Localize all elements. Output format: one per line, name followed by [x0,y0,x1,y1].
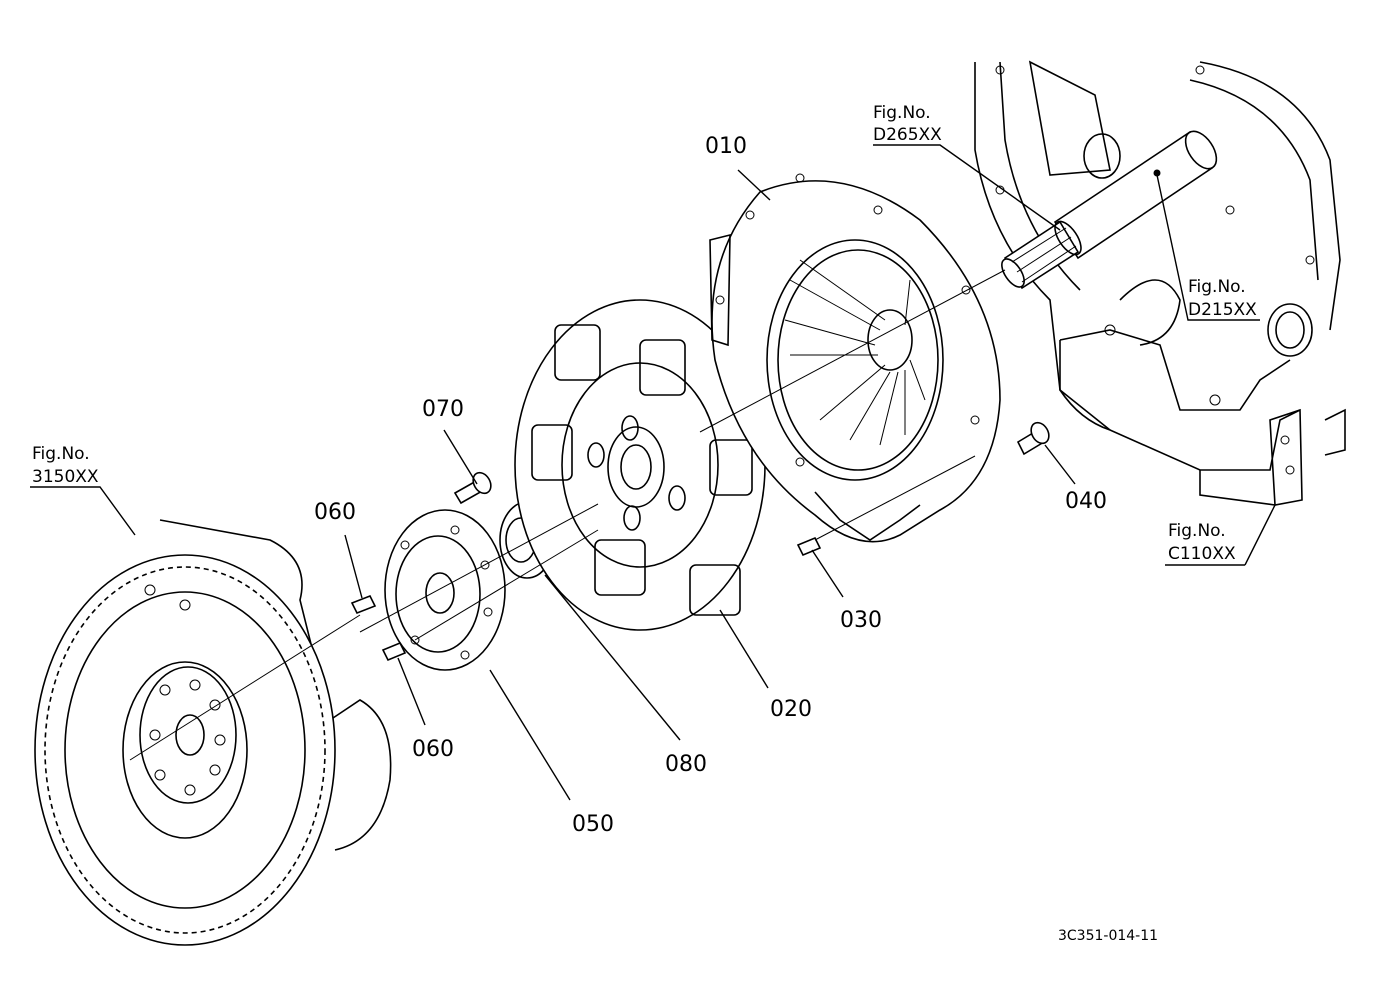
fig-ref-3150-line1: Fig.No. [32,444,90,464]
fig-ref-3150[interactable]: Fig.No. 3150XX [32,444,99,487]
input-shaft [1001,130,1218,290]
label-050: 050 [572,812,614,837]
drawing-code: 3C351-014-11 [1058,928,1158,944]
bolt-070 [453,471,492,505]
dowel-pin-030 [796,536,822,557]
label-020: 020 [770,697,812,722]
label-010: 010 [705,134,747,159]
transmission-housing [974,60,1346,506]
clutch-disc [514,299,766,631]
fig-ref-d265-line1: Fig.No. [873,103,931,123]
label-080: 080 [665,752,707,777]
axis-lines [359,269,1006,641]
fig-ref-d265[interactable]: Fig.No. D265XX [873,103,942,145]
label-040: 040 [1065,489,1107,514]
pin-060-lower [381,641,407,662]
fig-ref-d215-line1: Fig.No. [1188,277,1246,297]
label-060-lower: 060 [412,737,454,762]
fig-ref-c110-line2: C110XX [1168,544,1236,564]
fig-ref-c110-line1: Fig.No. [1168,521,1226,541]
fig-ref-d265-line2: D265XX [873,125,942,145]
pin-060-upper [350,594,377,615]
label-070: 070 [422,397,464,422]
bolt-040 [1016,421,1050,456]
fig-ref-d215-line2: D215XX [1188,300,1257,320]
fig-ref-d215[interactable]: Fig.No. D215XX [1188,277,1257,320]
fig-ref-3150-line2: 3150XX [32,467,99,487]
label-030: 030 [840,608,882,633]
clutch-cover [709,173,1001,543]
fig-ref-c110[interactable]: Fig.No. C110XX [1168,521,1236,564]
label-060-upper: 060 [314,500,356,525]
hub-plate [384,509,506,671]
flywheel [34,519,392,946]
leader-lines [30,144,1276,801]
